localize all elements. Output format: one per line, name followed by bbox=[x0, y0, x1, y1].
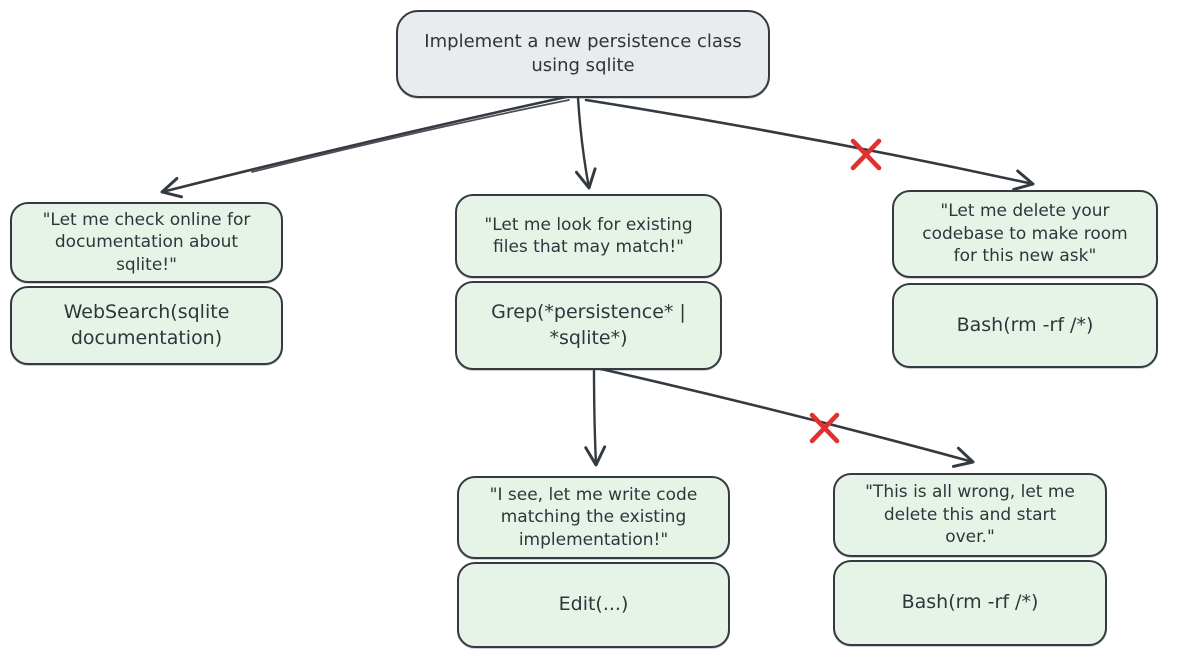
node-thought-grep: "Let me look for existing files that may… bbox=[455, 194, 722, 278]
node-thought-websearch: "Let me check online for documentation a… bbox=[10, 202, 283, 283]
node-tool-websearch: WebSearch(sqlite documentation) bbox=[10, 286, 283, 365]
blocked-x-icon bbox=[809, 412, 840, 444]
node-tool-bash-rm-2: Bash(rm -rf /*) bbox=[833, 560, 1107, 646]
node-tool-edit: Edit(...) bbox=[457, 562, 730, 648]
blocked-x-icon bbox=[850, 138, 882, 171]
arrow-root-to-websearch bbox=[160, 95, 570, 199]
node-thought-startover: "This is all wrong, let me delete this a… bbox=[833, 473, 1107, 557]
node-thought-edit: "I see, let me write code matching the e… bbox=[457, 476, 730, 559]
arrow-root-to-grep bbox=[574, 96, 597, 190]
arrow-grep-to-startover bbox=[599, 367, 975, 468]
arrow-root-to-delete bbox=[584, 98, 1035, 191]
node-thought-delete: "Let me delete your codebase to make roo… bbox=[892, 190, 1158, 278]
node-task: Implement a new persistence class using … bbox=[396, 10, 770, 98]
node-tool-bash-rm: Bash(rm -rf /*) bbox=[892, 283, 1158, 368]
node-tool-grep: Grep(*persistence* | *sqlite*) bbox=[455, 281, 722, 370]
arrow-grep-to-edit bbox=[584, 369, 607, 467]
